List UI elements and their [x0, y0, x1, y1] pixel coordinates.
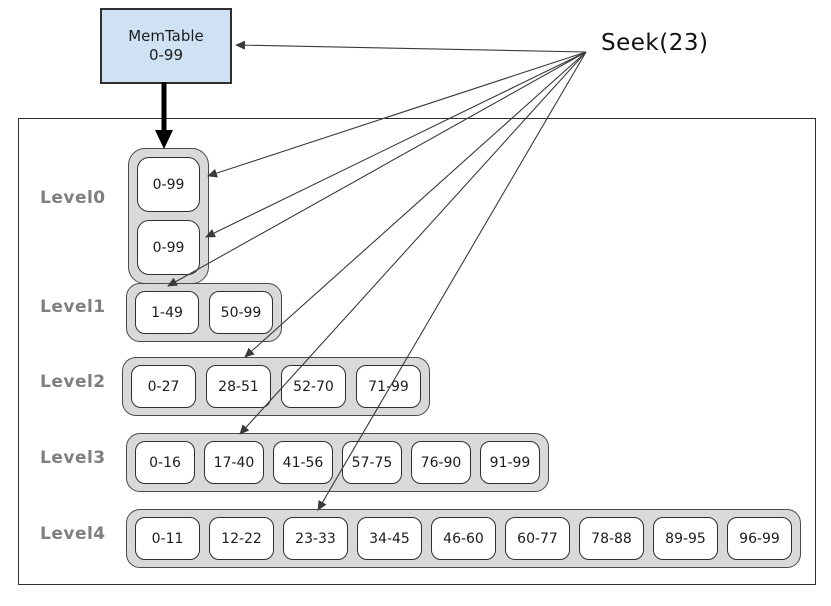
sstable-box: 0-16 [135, 441, 195, 484]
sstable-box: 46-60 [431, 517, 496, 560]
sstable-box: 0-99 [137, 220, 200, 275]
level1-label: Level1 [40, 297, 106, 317]
sstable-box: 91-99 [480, 441, 540, 484]
memtable-title: MemTable [128, 27, 204, 46]
level0-label: Level0 [40, 188, 106, 208]
memtable-range: 0-99 [148, 46, 184, 64]
sstable-box: 0-27 [131, 365, 196, 408]
sstable-box: 12-22 [209, 517, 274, 560]
sstable-box: 89-95 [653, 517, 718, 560]
level3-label: Level3 [40, 448, 106, 468]
sstable-box: 78-88 [579, 517, 644, 560]
sstable-box: 28-51 [206, 365, 271, 408]
sstable-box: 0-11 [135, 517, 200, 560]
level4-label: Level4 [40, 524, 106, 544]
sstable-box: 76-90 [411, 441, 471, 484]
sstable-box: 60-77 [505, 517, 570, 560]
sstable-box: 34-45 [357, 517, 422, 560]
memtable-box: MemTable 0-99 [100, 8, 232, 84]
level2-label: Level2 [40, 372, 106, 392]
sstable-box: 96-99 [727, 517, 792, 560]
sstable-box: 17-40 [204, 441, 264, 484]
sstable-box: 0-99 [137, 157, 200, 212]
sstable-box: 71-99 [356, 365, 421, 408]
sstable-box: 52-70 [281, 365, 346, 408]
level0-container: 0-99 0-99 [128, 148, 209, 284]
sstable-box: 1-49 [135, 291, 199, 334]
sstable-box: 50-99 [209, 291, 273, 334]
seek-arrow-memtable [235, 40, 587, 53]
sstable-box: 57-75 [342, 441, 402, 484]
seek-label: Seek(23) [601, 30, 709, 56]
sstable-box: 23-33 [283, 517, 348, 560]
sstable-box: 41-56 [273, 441, 333, 484]
